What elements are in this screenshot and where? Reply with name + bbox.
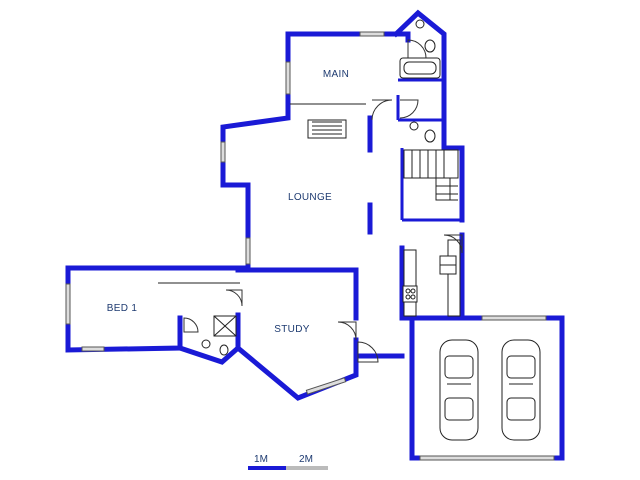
windows <box>65 31 555 461</box>
scale-segment-1 <box>248 466 286 470</box>
door-wc <box>399 99 419 119</box>
shower <box>213 315 237 337</box>
room-label-lounge: LOUNGE <box>288 192 332 203</box>
kitchen-stove <box>402 285 418 303</box>
fixtures <box>158 19 461 356</box>
basin-ensuite <box>415 19 425 29</box>
room-label-bed1: BED 1 <box>107 303 138 314</box>
basin-bed1-ensuite <box>201 339 211 349</box>
window-lounge-lower <box>245 237 251 265</box>
scale-bar: 1M 2M <box>248 454 328 470</box>
car-left <box>439 339 479 441</box>
window-main-left <box>285 61 291 95</box>
door-bed1-ensuite <box>183 317 199 333</box>
door-ensuite <box>407 39 427 59</box>
bath-tub <box>399 57 441 79</box>
wall-main-left <box>220 31 291 188</box>
door-kitchen <box>443 234 463 254</box>
fireplace-hatch <box>312 121 342 135</box>
toilet-bed1-ensuite <box>219 344 229 356</box>
wall-bed1 <box>65 265 251 353</box>
garage-door <box>419 455 555 461</box>
window-study-bottom <box>305 377 347 395</box>
car-right <box>501 339 541 441</box>
staircase <box>403 149 459 201</box>
wall-lounge-left-lower <box>220 182 251 271</box>
door-main <box>371 99 393 121</box>
window-main-top <box>359 31 385 37</box>
wall-study-bottom <box>234 337 359 401</box>
room-label-main: MAIN <box>323 69 349 80</box>
bath-tub-inner <box>403 61 437 75</box>
scale-label-1m: 1M <box>254 454 268 465</box>
wall-stair-right <box>441 145 465 223</box>
scale-label-2m: 2M <box>299 454 313 465</box>
door-entry <box>357 341 379 363</box>
doors <box>183 39 463 363</box>
wall-main-bedroom <box>285 31 411 43</box>
wall-ensuite <box>392 9 447 151</box>
window-bed1-left <box>65 283 71 325</box>
scale-segment-2 <box>286 466 328 470</box>
toilet-wc <box>424 129 436 143</box>
room-label-study: STUDY <box>274 324 309 335</box>
window-bed1-bottom <box>81 346 105 352</box>
wall-study <box>235 267 359 321</box>
door-bed1 <box>225 289 243 307</box>
fireplace <box>307 119 347 139</box>
kitchen-counter-right <box>447 239 461 317</box>
window-garage-top <box>481 315 547 321</box>
toilet-ensuite <box>424 39 436 53</box>
wall-kitchen <box>399 232 465 321</box>
basin-wc <box>409 121 419 131</box>
window-lounge-left <box>220 141 226 163</box>
cars <box>439 339 541 441</box>
door-study <box>337 321 357 341</box>
wall-bed1-ensuite <box>176 312 241 365</box>
kitchen-counter-left <box>403 249 417 317</box>
